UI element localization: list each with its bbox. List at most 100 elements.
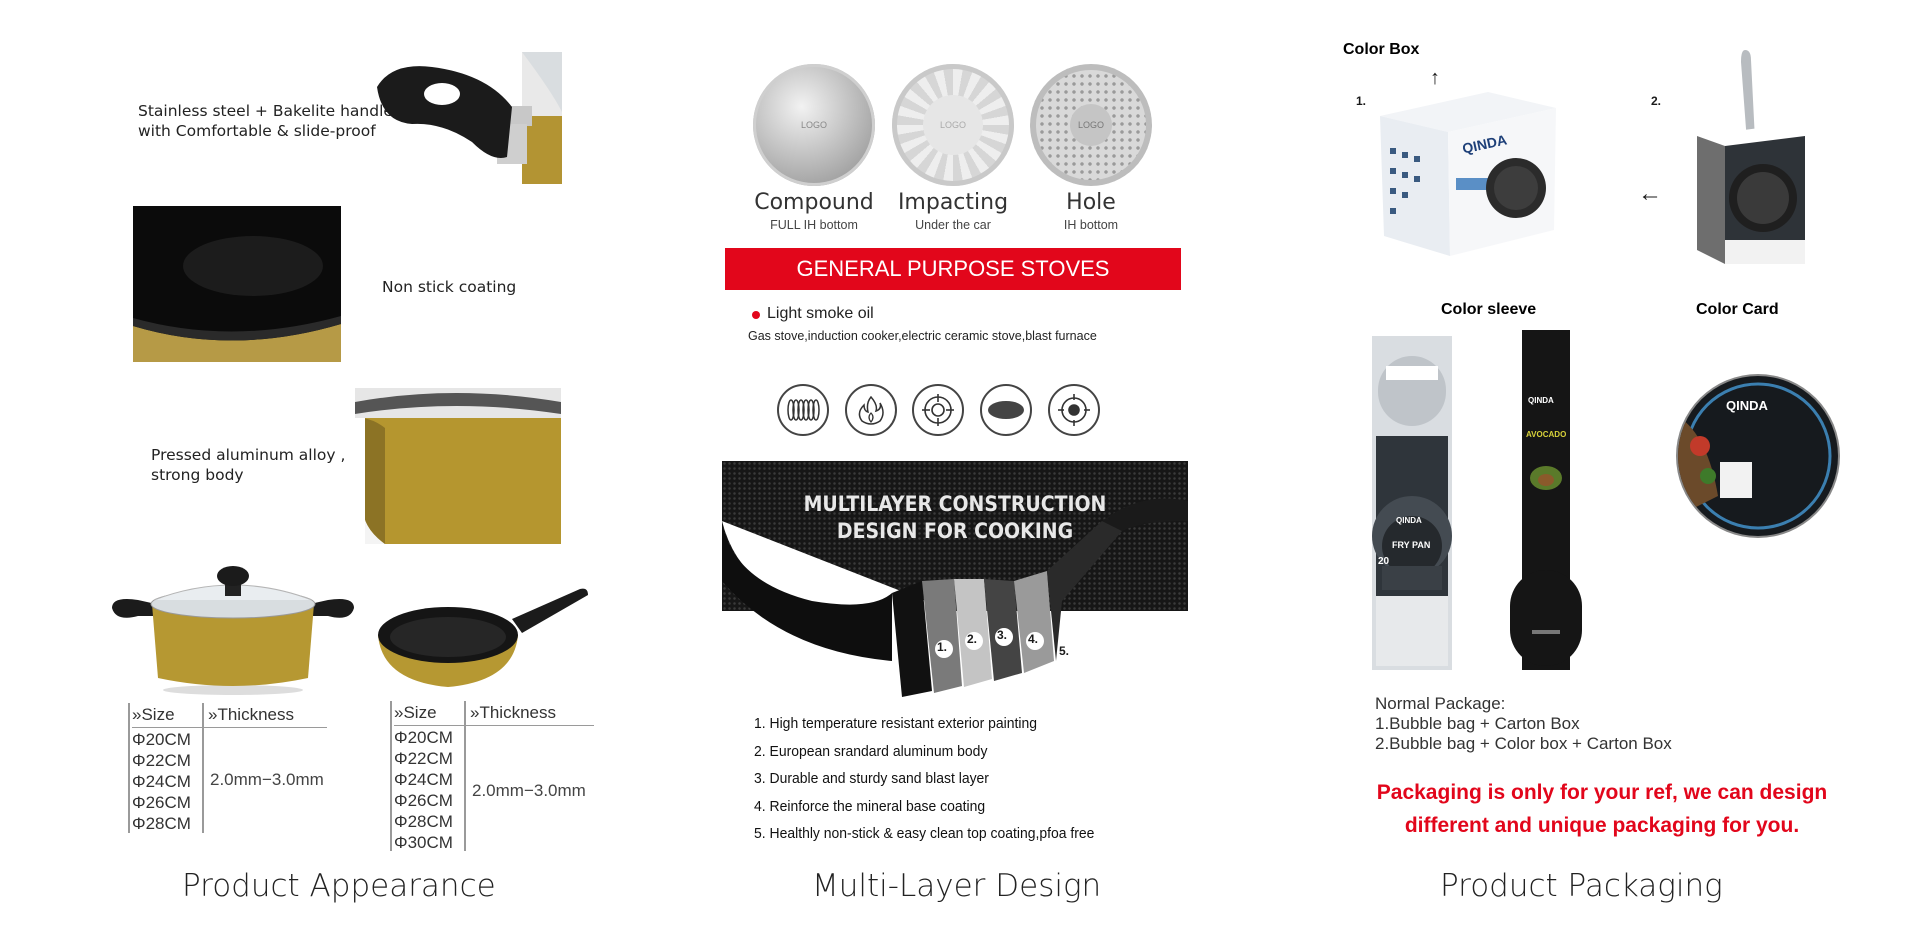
feature-body-text: Pressed aluminum alloy , strong body xyxy=(151,445,345,485)
sleeve-brand-logo: QINDA xyxy=(1396,516,1422,525)
size-value: Φ22CM xyxy=(132,751,191,770)
sleeve-fry-pan-text: FRY PAN xyxy=(1392,540,1431,550)
size-thickness-table-left: »Size »Thickness Φ20CM Φ22CM Φ24CM Φ26CM… xyxy=(128,703,327,834)
color-card-box-image xyxy=(1695,50,1805,268)
layer-number-5: 5. xyxy=(1059,644,1070,658)
normal-package-info: Normal Package: 1.Bubble bag + Carton Bo… xyxy=(1375,694,1672,754)
size-value: Φ22CM xyxy=(394,749,453,768)
layer-item: 1. High temperature resistant exterior p… xyxy=(754,715,1038,732)
product-appearance-panel: Stainless steel + Bakelite handle with C… xyxy=(0,0,640,947)
table-divider xyxy=(202,703,204,833)
layer-number-4: 4. xyxy=(1028,632,1039,646)
size-value: Φ24CM xyxy=(394,770,453,789)
logo-mark: LOGO xyxy=(940,120,967,130)
size-value: Φ28CM xyxy=(394,812,453,831)
feature-coating-text: Non stick coating xyxy=(382,278,517,296)
size-value: Φ30CM xyxy=(394,833,453,852)
normal-package-option-1: 1.Bubble bag + Carton Box xyxy=(1375,714,1580,733)
color-sleeve-black-image: QINDA AVOCADO xyxy=(1510,330,1582,670)
gas-flame-icon xyxy=(845,384,897,436)
cooking-pot-photo xyxy=(108,560,358,695)
feature-text-line: with Comfortable & slide-proof xyxy=(138,122,376,140)
packaging-custom-note: Packaging is only for your ref, we can d… xyxy=(1376,781,1828,837)
table-divider xyxy=(464,701,466,851)
thickness-value: 2.0mm−3.0mm xyxy=(472,781,586,800)
feature-text-line: Stainless steel + Bakelite handle xyxy=(138,102,393,120)
double-chevron-icon: » xyxy=(132,705,142,724)
size-value: Φ20CM xyxy=(132,730,191,749)
double-chevron-icon: » xyxy=(470,703,480,722)
feature-text-line: Pressed aluminum alloy , xyxy=(151,446,346,464)
layer-number-3: 3. xyxy=(997,628,1008,642)
multi-layer-design-panel: LOGO LOGO LOGO Compound FULL IH bottom I… xyxy=(640,0,1280,947)
color-card-label: Color Card xyxy=(1696,301,1779,318)
layer-item: 3. Durable and sturdy sand blast layer xyxy=(754,770,989,787)
size-header: »Size xyxy=(394,701,464,726)
size-value: Φ24CM xyxy=(132,772,191,791)
general-purpose-stoves-banner: GENERAL PURPOSE STOVES xyxy=(725,248,1181,290)
impacting-bottom-disc: LOGO xyxy=(892,64,1014,186)
disc-center xyxy=(923,95,983,155)
color-sleeve-grey-image: QINDA FRY PAN 20 xyxy=(1366,336,1458,670)
thickness-header: »Thickness xyxy=(466,701,594,726)
gas-burner-grate-icon xyxy=(912,384,964,436)
aluminum-body-photo xyxy=(355,388,561,544)
sleeve-size-badge: 20 xyxy=(1378,556,1390,567)
product-packaging-caption: Product Packaging xyxy=(1440,868,1723,904)
double-chevron-icon: » xyxy=(208,705,218,724)
normal-package-title: Normal Package: xyxy=(1375,694,1506,713)
frying-pan-photo xyxy=(372,585,592,695)
stove-types-text: Gas stove,induction cooker,electric cera… xyxy=(748,329,1097,343)
size-value: Φ28CM xyxy=(132,814,191,833)
logo-mark: LOGO xyxy=(801,120,828,130)
impacting-label: Impacting Under the car xyxy=(897,190,1009,232)
thickness-header: »Thickness xyxy=(204,703,327,728)
multi-layer-design-caption: Multi-Layer Design xyxy=(812,868,1102,904)
normal-package-option-2: 2.Bubble bag + Color box + Carton Box xyxy=(1375,734,1672,753)
layer-item: 4. Reinforce the mineral base coating xyxy=(754,797,986,815)
sleeve-brand-logo: QINDA xyxy=(1528,396,1554,405)
product-appearance-caption: Product Appearance xyxy=(182,868,496,904)
table-divider xyxy=(128,703,130,833)
compound-bottom-disc: LOGO xyxy=(753,64,875,186)
size-value: Φ26CM xyxy=(394,791,453,810)
table-divider xyxy=(390,701,392,851)
layer-number-1: 1. xyxy=(937,640,948,654)
color-card-disc-image: QINDA xyxy=(1678,376,1838,536)
compound-label: Compound FULL IH bottom xyxy=(754,190,874,232)
layer-item: 2. European srandard aluminum body xyxy=(754,742,988,760)
size-list: Φ20CM Φ22CM Φ24CM Φ26CM Φ28CM xyxy=(132,729,191,834)
up-arrow-icon: ↑ xyxy=(1430,67,1440,89)
blast-furnace-icon xyxy=(1048,384,1100,436)
product-packaging-panel: Color Box ↑ 1. 2. QINDA ← Color sleeve C… xyxy=(1280,0,1920,947)
size-value: Φ20CM xyxy=(394,728,453,747)
package-number-1: 1. xyxy=(1356,94,1367,108)
card-brand-logo: QINDA xyxy=(1726,398,1768,413)
induction-coil-icon xyxy=(777,384,829,436)
multilayer-construction-image: MULTILAYER CONSTRUCTION DESIGN FOR COOKI… xyxy=(722,461,1188,701)
left-arrow-icon: ← xyxy=(1638,180,1662,207)
construction-title: MULTILAYER CONSTRUCTION DESIGN FOR COOKI… xyxy=(803,492,1107,543)
package-number-2: 2. xyxy=(1651,94,1662,108)
sleeve-avocado-text: AVOCADO xyxy=(1526,430,1567,439)
feature-handle-text: Stainless steel + Bakelite handle with C… xyxy=(138,101,393,141)
layer-number-2: 2. xyxy=(967,632,978,646)
layer-item: 5. Healthly non-stick & easy clean top c… xyxy=(754,825,1095,842)
handle-photo xyxy=(372,52,562,184)
thickness-value: 2.0mm−3.0mm xyxy=(210,770,324,789)
layer-description-list: 1. High temperature resistant exterior p… xyxy=(754,710,1120,848)
logo-mark: LOGO xyxy=(1078,120,1105,130)
hole-label: Hole IH bottom xyxy=(1063,190,1119,232)
color-box-image: QINDA xyxy=(1378,78,1558,258)
electric-ceramic-plate-icon xyxy=(980,384,1032,436)
oil-bullet-icon xyxy=(752,311,760,319)
size-header: »Size xyxy=(132,703,202,728)
disc-center xyxy=(1070,104,1112,146)
light-smoke-oil-title: Light smoke oil xyxy=(767,305,874,322)
feature-text-line: strong body xyxy=(151,466,244,484)
size-value: Φ26CM xyxy=(132,793,191,812)
double-chevron-icon: » xyxy=(394,703,404,722)
color-sleeve-label: Color sleeve xyxy=(1441,301,1537,318)
non-stick-coating-photo xyxy=(133,206,341,362)
size-thickness-table-right: »Size »Thickness Φ20CM Φ22CM Φ24CM Φ26CM… xyxy=(390,701,594,852)
